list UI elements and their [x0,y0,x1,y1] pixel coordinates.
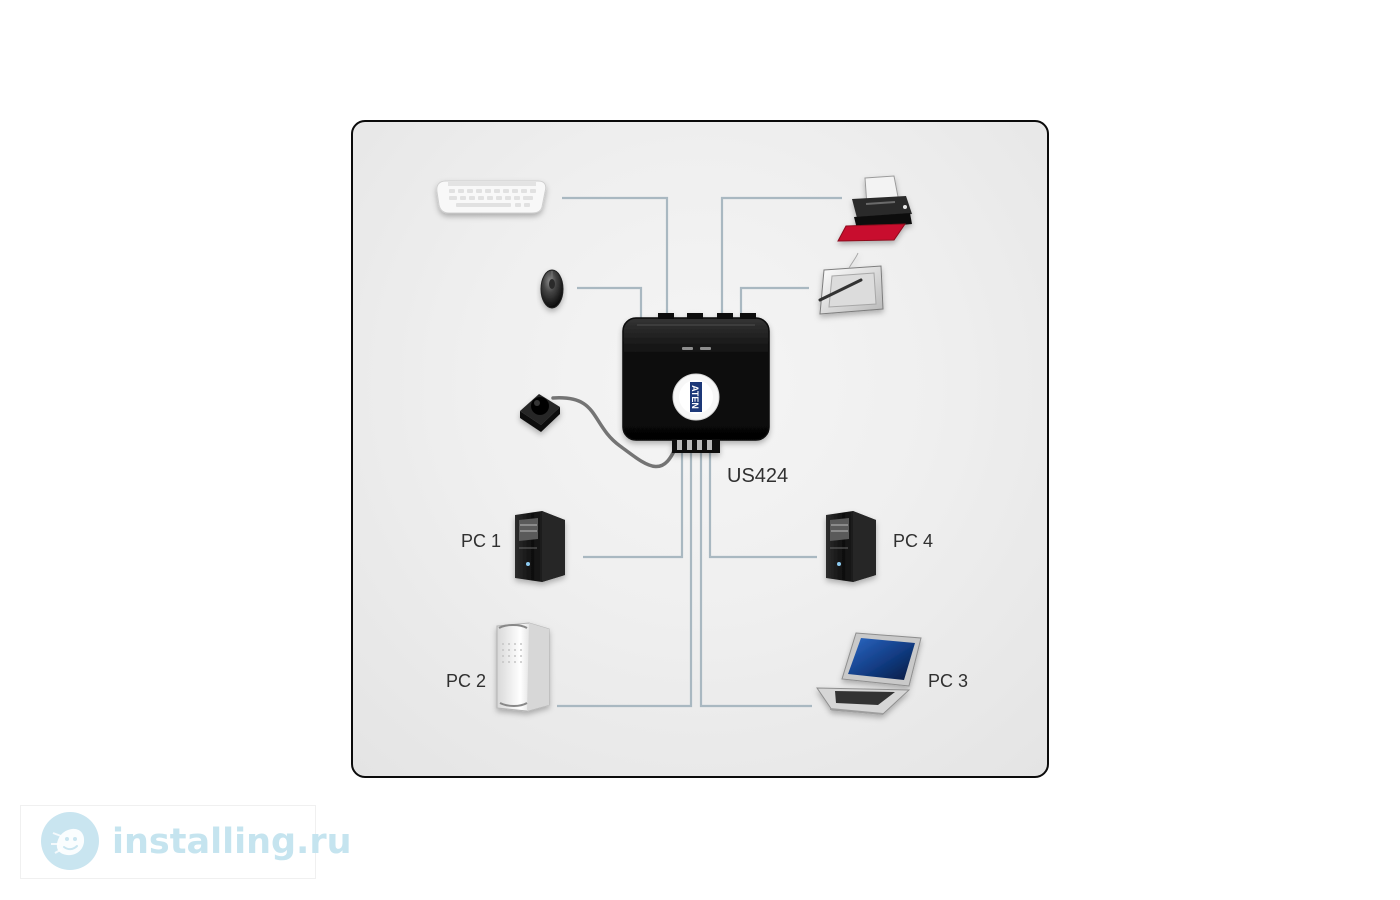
watermark-text: installing.ru [112,822,352,862]
site-watermark: installing.ru [20,805,352,879]
robot-logo-icon [41,812,99,870]
diagram-panel [351,120,1049,778]
